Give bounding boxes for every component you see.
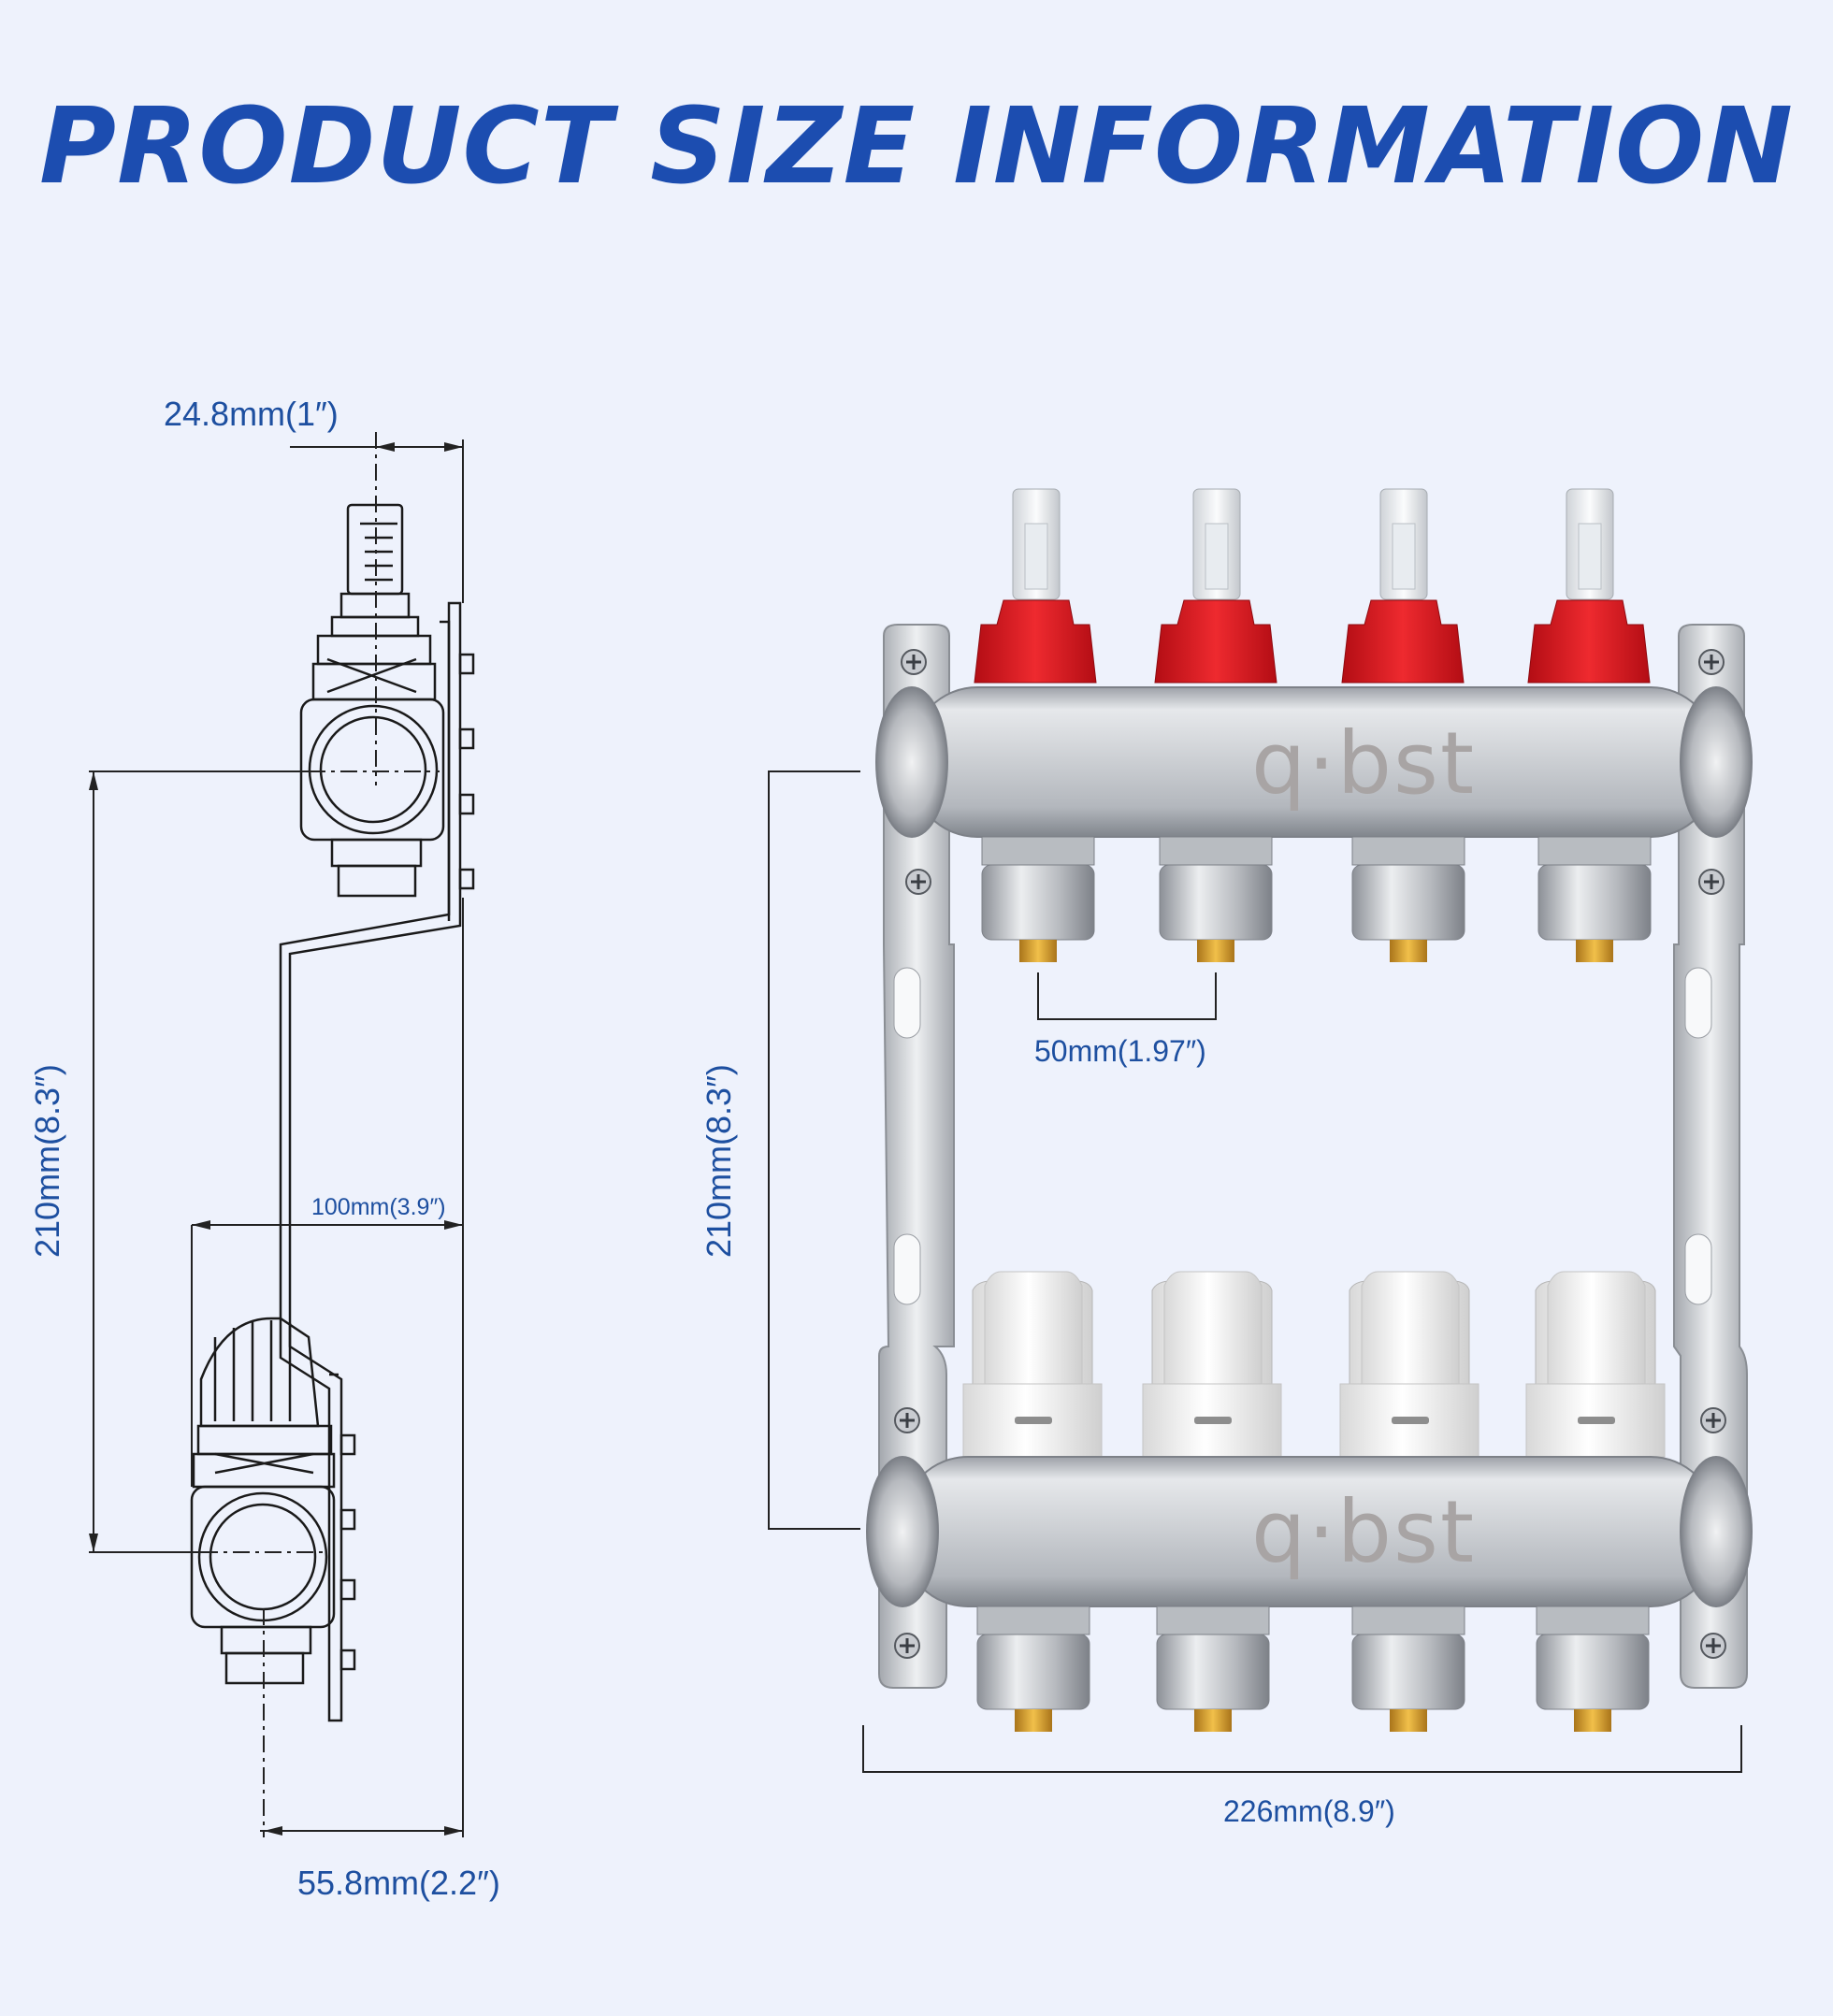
page-title: PRODUCT SIZE INFORMATION — [39, 86, 1794, 208]
flowmeter — [1527, 488, 1651, 684]
flowmeter — [1154, 488, 1277, 684]
side-offset-label: 100mm(3.9″) — [311, 1194, 446, 1220]
side-flowmeter — [311, 503, 437, 701]
flowmeter — [1341, 488, 1465, 684]
front-dimension-lines — [768, 770, 1742, 1773]
front-width-label: 226mm(8.9″) — [1223, 1794, 1395, 1828]
side-dimension-arrows — [89, 442, 463, 1836]
flowmeter — [974, 488, 1097, 684]
valve-cap — [1525, 1271, 1666, 1460]
valve-cap — [1142, 1271, 1282, 1460]
mount-bolts — [339, 653, 475, 1671]
front-view-product: q·bst q·bst — [768, 488, 1753, 1773]
bottom-manifold-bar: q·bst — [866, 1456, 1753, 1607]
brand-logo-bottom: q·bst — [1251, 1482, 1476, 1582]
top-manifold-bar: q·bst — [875, 686, 1753, 838]
side-height-label: 210mm(8.3″) — [28, 1064, 66, 1258]
side-top-manifold — [299, 698, 445, 898]
front-height-label: 210mm(8.3″) — [700, 1064, 738, 1258]
side-depth-label: 24.8mm(1″) — [164, 395, 339, 433]
right-bracket — [1673, 624, 1748, 1689]
side-bottom-label: 55.8mm(2.2″) — [297, 1864, 500, 1902]
valve-cap — [1339, 1271, 1479, 1460]
brand-logo-top: q·bst — [1251, 713, 1476, 814]
top-outlets — [981, 836, 1652, 962]
side-valve — [192, 1317, 336, 1489]
flowmeters — [974, 488, 1651, 684]
side-view-drawing — [190, 503, 475, 1722]
side-dimension-lines — [89, 432, 464, 1837]
valve-cap — [962, 1271, 1103, 1460]
front-spacing-label: 50mm(1.97″) — [1034, 1034, 1206, 1068]
valve-caps — [962, 1271, 1666, 1460]
bottom-outlets — [976, 1606, 1650, 1732]
